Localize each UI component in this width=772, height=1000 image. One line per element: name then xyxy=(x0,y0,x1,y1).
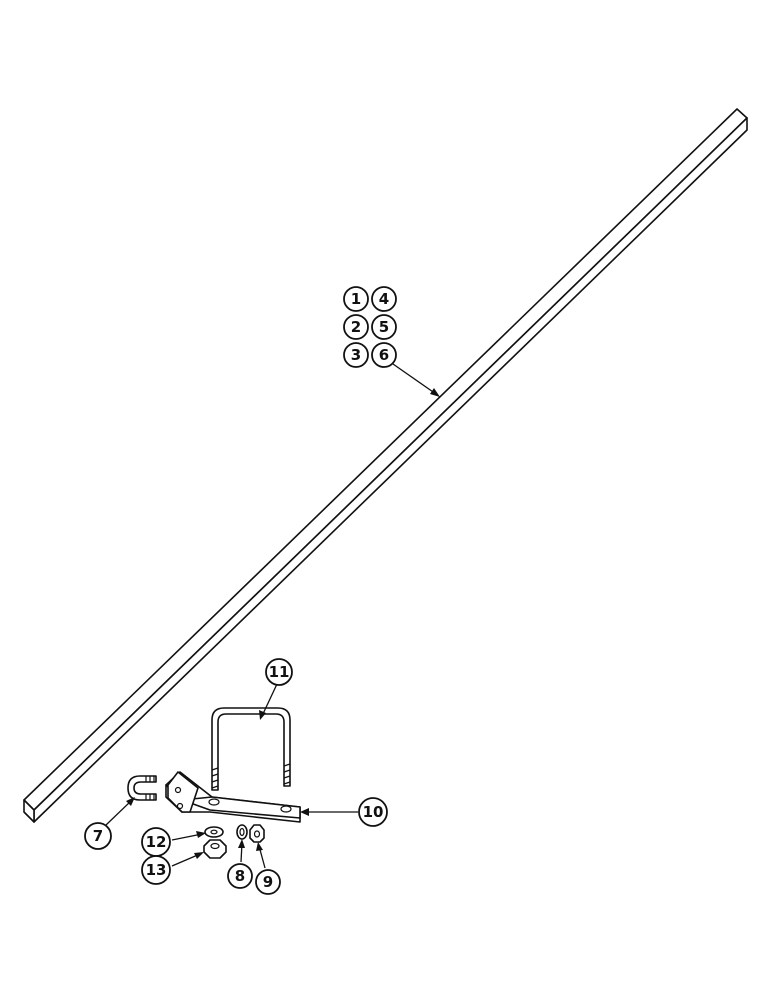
svg-text:11: 11 xyxy=(269,663,290,681)
lock-washer xyxy=(236,824,248,840)
svg-text:7: 7 xyxy=(93,827,103,845)
leader-13 xyxy=(171,853,201,867)
callout-3: 3 xyxy=(343,342,369,368)
callout-2: 2 xyxy=(343,314,369,340)
svg-text:5: 5 xyxy=(379,318,389,336)
leader-7 xyxy=(105,799,133,826)
mounting-bracket xyxy=(165,771,301,823)
callout-13: 13 xyxy=(141,855,171,885)
u-bolt-large xyxy=(211,707,291,791)
callout-8: 8 xyxy=(227,863,253,889)
callout-4: 4 xyxy=(371,286,397,312)
svg-text:10: 10 xyxy=(363,803,384,821)
svg-text:9: 9 xyxy=(263,873,273,891)
leader-12 xyxy=(171,833,203,841)
svg-text:2: 2 xyxy=(351,318,361,336)
leader-lines xyxy=(105,363,440,869)
callout-11: 11 xyxy=(265,658,293,686)
leader-6 xyxy=(392,363,437,395)
svg-text:1: 1 xyxy=(351,290,361,308)
leader-11 xyxy=(261,683,278,717)
hex-nut-small xyxy=(249,824,265,843)
callout-7: 7 xyxy=(84,822,112,850)
callout-12: 12 xyxy=(141,827,171,857)
callout-5: 5 xyxy=(371,314,397,340)
u-bolt-small xyxy=(127,775,157,801)
callout-9: 9 xyxy=(255,869,281,895)
svg-text:6: 6 xyxy=(379,346,389,364)
svg-text:12: 12 xyxy=(146,833,167,851)
svg-text:4: 4 xyxy=(379,290,389,308)
svg-text:13: 13 xyxy=(146,861,167,879)
washer xyxy=(204,826,224,838)
square-bar xyxy=(23,108,748,823)
hex-nut-large xyxy=(203,839,227,859)
callout-6: 6 xyxy=(371,342,397,368)
callout-10: 10 xyxy=(358,797,388,827)
callout-1: 1 xyxy=(343,286,369,312)
svg-text:3: 3 xyxy=(351,346,361,364)
svg-text:8: 8 xyxy=(235,867,245,885)
